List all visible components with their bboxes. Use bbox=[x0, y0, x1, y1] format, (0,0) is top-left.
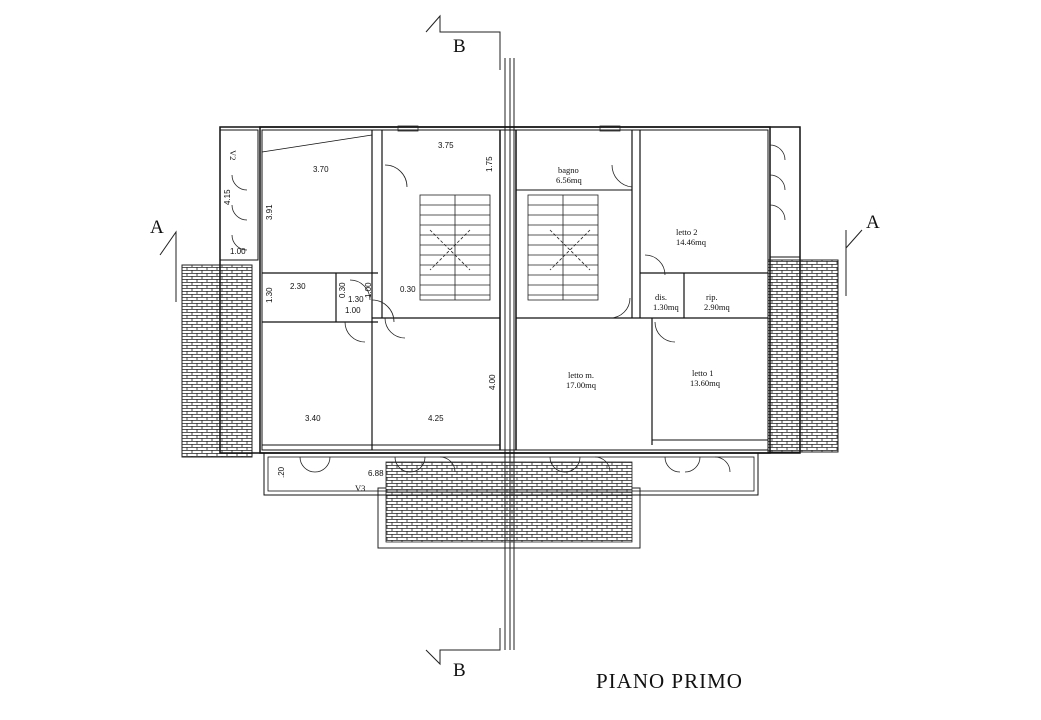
dim-left-room-height: 3.91 bbox=[265, 204, 274, 220]
dim-top-center: 3.75 bbox=[438, 141, 454, 150]
door-swings bbox=[231, 144, 786, 473]
room-area-rip: 2.90mq bbox=[704, 302, 730, 312]
room-name-letto-m: letto m. bbox=[568, 370, 594, 380]
staircase-right bbox=[527, 194, 599, 301]
section-axis-b bbox=[425, 14, 515, 666]
dim-corridor-width: 1.30 bbox=[348, 295, 364, 304]
paving-right bbox=[767, 259, 839, 453]
drawing-title: PIANO PRIMO bbox=[596, 669, 743, 693]
dim-door-vertical: 1.00 bbox=[364, 282, 373, 298]
room-area-dis: 1.30mq bbox=[653, 302, 679, 312]
room-area-bagno: 6.56mq bbox=[556, 175, 582, 185]
dim-balcony-width: 6.88 bbox=[368, 469, 384, 478]
dim-store-width: 2.30 bbox=[290, 282, 306, 291]
dim-small-vertical: 0.30 bbox=[338, 282, 347, 298]
section-b-top: B bbox=[453, 36, 466, 57]
dim-terrace-height: 4.15 bbox=[223, 189, 232, 205]
paving-left bbox=[181, 264, 253, 458]
section-a-left: A bbox=[150, 217, 164, 238]
room-area-letto-2: 14.46mq bbox=[676, 237, 707, 247]
dim-top-vertical: 1.75 bbox=[485, 156, 494, 172]
dim-left-room-width: 3.70 bbox=[313, 165, 329, 174]
room-name-letto-2: letto 2 bbox=[676, 227, 697, 237]
dim-room-bl-width: 3.40 bbox=[305, 414, 321, 423]
paving-bottom bbox=[377, 461, 641, 549]
dim-hall-width: 0.30 bbox=[400, 285, 416, 294]
room-labels: bagno 6.56mq letto 2 14.46mq dis. 1.30mq… bbox=[228, 150, 730, 493]
section-axis-a bbox=[159, 229, 863, 302]
windows bbox=[397, 125, 621, 132]
room-area-letto-m: 17.00mq bbox=[566, 380, 597, 390]
dim-room-bc-height: 4.00 bbox=[488, 374, 497, 390]
room-name-bagno: bagno bbox=[558, 165, 579, 175]
dim-balcony-depth: .20 bbox=[277, 466, 286, 478]
room-area-letto-1: 13.60mq bbox=[690, 378, 721, 388]
room-name-dis: dis. bbox=[655, 292, 667, 302]
terrace-label-v2: V2 bbox=[228, 150, 238, 160]
dim-terrace-width: 1.00 bbox=[230, 247, 246, 256]
terrace-label-v3: V3 bbox=[355, 483, 365, 493]
staircase-left bbox=[419, 194, 491, 301]
dim-room-bc-width: 4.25 bbox=[428, 414, 444, 423]
dim-corridor-depth: 1.00 bbox=[345, 306, 361, 315]
section-a-right: A bbox=[866, 212, 880, 233]
room-name-rip: rip. bbox=[706, 292, 718, 302]
dimension-labels: 3.75 1.75 3.70 3.91 4.15 1.00 2.30 1.30 … bbox=[223, 141, 497, 478]
section-letters: B B A A bbox=[150, 36, 880, 681]
room-name-letto-1: letto 1 bbox=[692, 368, 713, 378]
dim-store-height: 1.30 bbox=[265, 287, 274, 303]
section-b-bottom: B bbox=[453, 660, 466, 681]
